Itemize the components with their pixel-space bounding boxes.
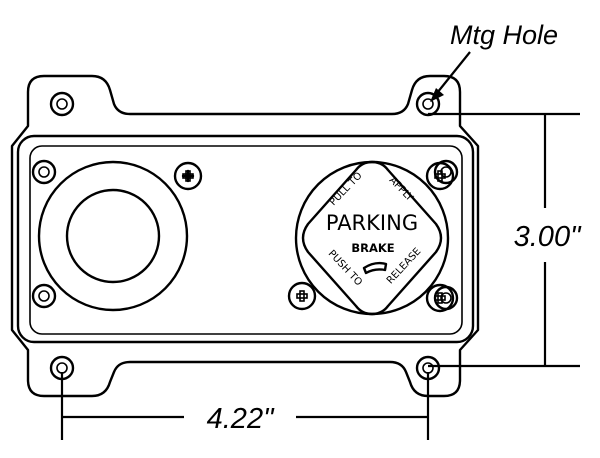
knob-finger-slot-icon bbox=[362, 261, 388, 275]
mtg-hole-leader-arrow bbox=[430, 88, 444, 102]
parking-brake-knob: PARKING BRAKE PULL TO APPLY PUSH TO RELE… bbox=[294, 160, 450, 316]
width-dimension-label: 4.22" bbox=[207, 403, 275, 435]
inner-panel-bevel bbox=[29, 145, 463, 335]
side-hole-upper-left bbox=[31, 159, 57, 185]
inner-panel bbox=[16, 134, 475, 344]
knob-subtitle: BRAKE bbox=[351, 241, 394, 255]
mtg-hole-label: Mtg Hole bbox=[450, 20, 558, 50]
screw-top-right-icon bbox=[425, 161, 455, 191]
left-port bbox=[37, 160, 189, 312]
mounting-plate-outline bbox=[10, 74, 480, 398]
knob-pull-to: PULL TO bbox=[328, 170, 365, 208]
side-hole-lower-left bbox=[31, 283, 57, 309]
screw-bottom-left-icon bbox=[287, 281, 317, 311]
knob-title: PARKING bbox=[326, 211, 418, 235]
knob-apply: APPLY bbox=[387, 175, 416, 204]
screw-top-left-icon bbox=[173, 161, 203, 191]
mounting-hole-top-left bbox=[49, 91, 75, 117]
height-dimension-label: 3.00" bbox=[514, 221, 582, 253]
side-hole-upper-right bbox=[433, 159, 459, 185]
mtg-hole-leader-line bbox=[432, 51, 471, 99]
screw-bottom-right-icon bbox=[425, 283, 455, 313]
